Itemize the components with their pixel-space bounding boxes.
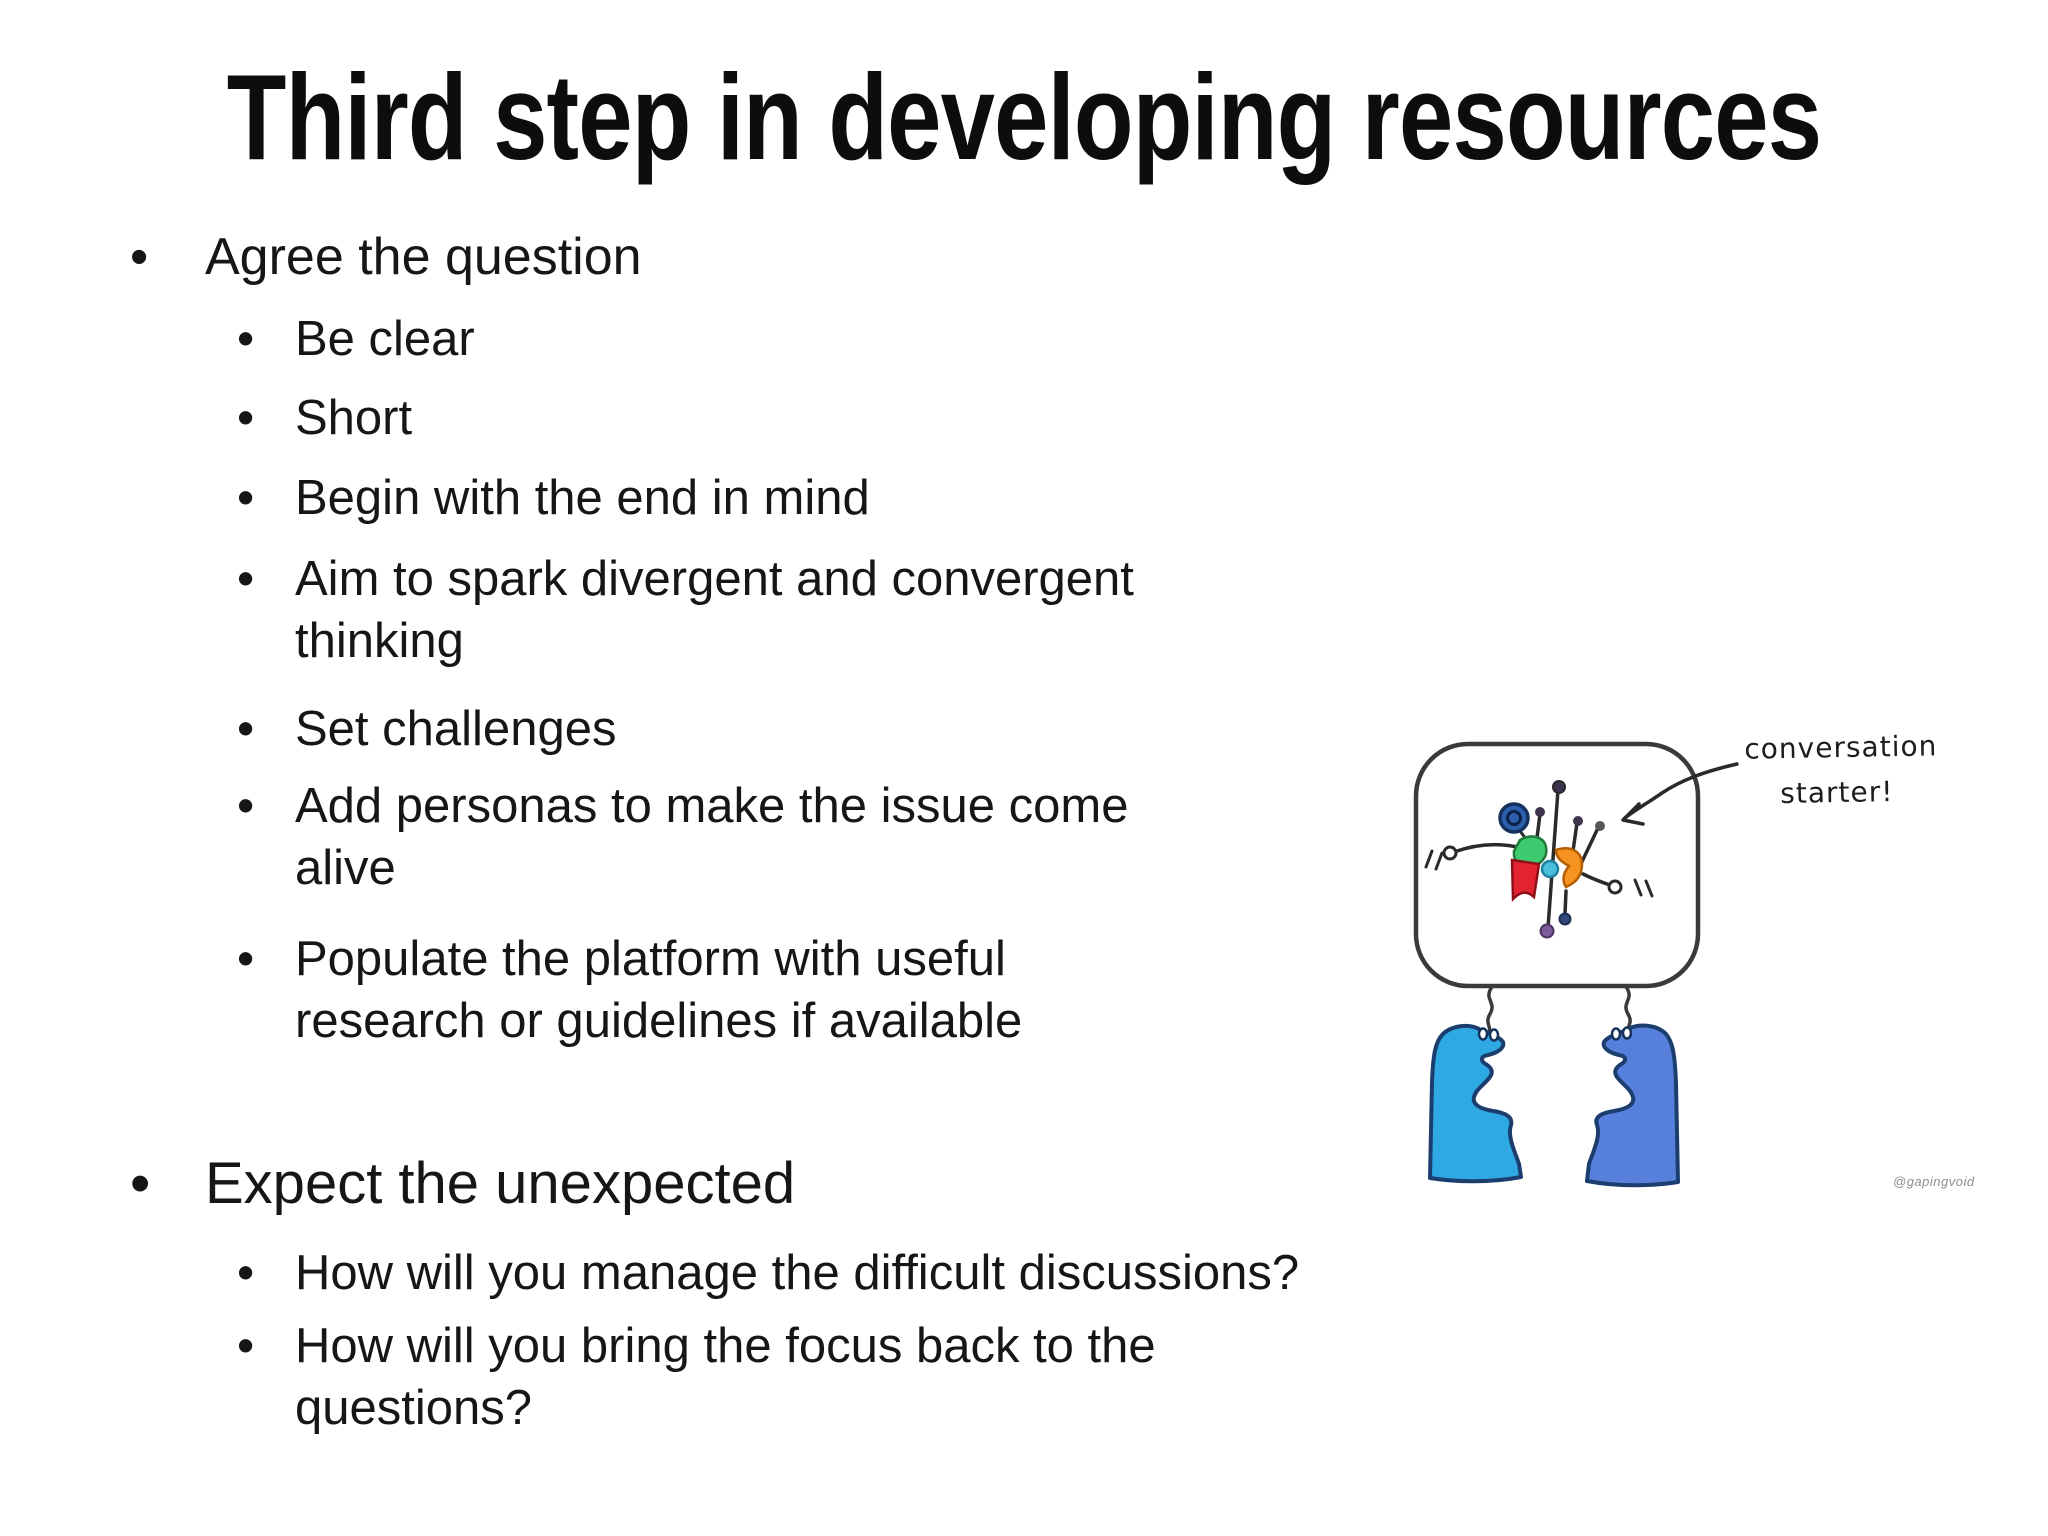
slide-title: Third step in developing resources	[226, 49, 1822, 185]
red-pennant-doodle	[1510, 858, 1541, 902]
bullet-line: Begin with the end in mind	[295, 471, 870, 525]
spiral-doodle	[1498, 802, 1530, 834]
bullet-line: Populate the platform with useful	[295, 932, 1006, 986]
list-item-expect-unexpected: Expect the unexpected	[130, 1149, 795, 1219]
bullet-line: Add personas to make the issue come	[295, 779, 1129, 833]
list-item-set-challenges: Set challenges	[237, 698, 616, 760]
list-item-spark-thinking: Aim to spark divergent and convergent th…	[237, 548, 1134, 672]
bullet-line: Short	[295, 391, 413, 445]
figure-left	[1428, 1023, 1523, 1184]
bullet-line: Be clear	[295, 312, 475, 366]
list-item-begin-with-end: Begin with the end in mind	[237, 467, 870, 529]
cyan-dot-doodle	[1540, 859, 1560, 879]
bullet-line: thinking	[295, 614, 464, 668]
orange-hook-doodle	[1554, 847, 1584, 889]
bullet-line: Aim to spark divergent and convergent	[295, 552, 1134, 606]
list-item-add-personas: Add personas to make the issue come aliv…	[237, 775, 1128, 899]
bullet-line: research or guidelines if available	[295, 994, 1023, 1048]
bullet-line: How will you manage the difficult discus…	[295, 1246, 1300, 1300]
list-item-be-clear: Be clear	[237, 308, 475, 370]
bullet-line: Agree the question	[205, 228, 642, 286]
list-item-bring-focus-back: How will you bring the focus back to the…	[237, 1315, 1156, 1439]
bullet-line: Set challenges	[295, 702, 617, 756]
bullet-line: alive	[295, 841, 396, 895]
cartoon-caption-line1: conversation	[1744, 729, 1938, 765]
ditto-marks-right	[1633, 878, 1654, 898]
caption-arrowhead	[1621, 802, 1645, 826]
ditto-marks-left	[1424, 849, 1444, 871]
doodle-network	[1424, 780, 1654, 939]
artist-signature: @gapingvoid	[1893, 1174, 1975, 1189]
bullet-line: questions?	[295, 1381, 533, 1435]
figure-right	[1585, 1023, 1680, 1188]
cartoon-caption-line2: starter!	[1780, 775, 1894, 810]
bubble-tail-left	[1486, 985, 1494, 1037]
list-item-agree-the-question: Agree the question	[130, 225, 642, 289]
bullet-line: How will you bring the focus back to the	[295, 1319, 1156, 1373]
bullet-line: Expect the unexpected	[205, 1151, 796, 1216]
list-item-manage-discussions: How will you manage the difficult discus…	[237, 1242, 1299, 1304]
conversation-cartoon-illustration: conversation starter!	[1413, 729, 1938, 1188]
list-item-short: Short	[237, 387, 412, 449]
list-item-populate-platform: Populate the platform with useful resear…	[237, 928, 1022, 1052]
